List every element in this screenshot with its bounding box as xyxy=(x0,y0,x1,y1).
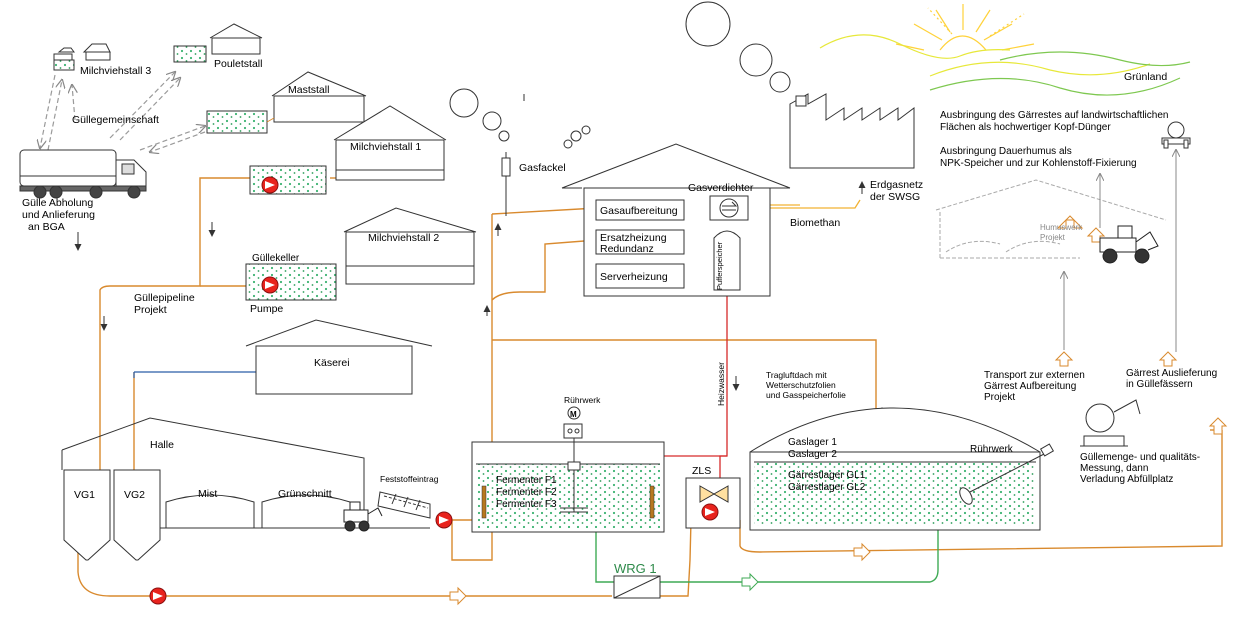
ersatzheizung-1: Ersatzheizung xyxy=(600,232,667,244)
transport-3: Projekt xyxy=(984,392,1015,403)
zls-label: ZLS xyxy=(692,465,711,477)
milchviehstall-1 xyxy=(249,105,447,195)
maststall xyxy=(206,71,367,134)
pump-icon xyxy=(701,503,719,521)
heizwasser-label: Heizwasser xyxy=(716,362,726,406)
wheel-loader-icon xyxy=(343,501,383,532)
kaeserei-label: Käserei xyxy=(314,357,350,369)
milchviehstall3-label: Milchviehstall 3 xyxy=(80,65,151,77)
ausbr-humus-1: Ausbringung Dauerhumus als xyxy=(940,146,1072,157)
humuswerk-2: Projekt xyxy=(1040,233,1066,242)
mixer-icon xyxy=(560,406,588,513)
gasfackel xyxy=(449,88,525,216)
feststoffeintrag-label: Feststoffeintrag xyxy=(380,474,439,484)
fermenter-tank xyxy=(471,441,665,533)
transport-1: Transport zur externen xyxy=(984,370,1085,381)
gaslager-2: Gaslager 2 xyxy=(788,449,837,460)
compressor-icon xyxy=(719,198,739,218)
ruehrwerk-lager-label: Rührwerk xyxy=(970,444,1014,455)
transport-2: Gärrest Aufbereitung xyxy=(984,381,1076,392)
fermenter-2: Fermenter F2 xyxy=(496,487,557,498)
erdgasnetz-2: der SWSG xyxy=(870,191,920,203)
wrg1-heat-exchanger xyxy=(613,575,661,599)
halle xyxy=(61,417,430,529)
vg-silos xyxy=(63,469,161,561)
gas-building xyxy=(561,125,791,297)
fermenter-1: Fermenter F1 xyxy=(496,475,557,486)
humuswerk xyxy=(935,179,1167,259)
tanker-truck-icon xyxy=(19,149,147,199)
abfuellplatz xyxy=(1080,399,1141,447)
green-hollow-arrow xyxy=(741,572,759,592)
mist-label: Mist xyxy=(198,488,217,500)
wrg1-label: WRG 1 xyxy=(614,561,657,576)
gasaufbereitung-label: Gasaufbereitung xyxy=(600,205,678,217)
pouletstall-label: Pouletstall xyxy=(214,58,262,70)
gaerrestlager-1: Gärrestlager GL1 xyxy=(788,470,866,481)
guellemenge-2: Messung, dann xyxy=(1080,463,1148,474)
auslieferung-1: Gärrest Auslieferung xyxy=(1126,368,1217,379)
pump-icon xyxy=(149,511,453,605)
biomethan-label: Biomethan xyxy=(790,217,840,229)
ausbr-gaerrest-2: Flächen als hochwertiger Kopf-Dünger xyxy=(940,122,1111,133)
abholung-3: an BGA xyxy=(28,221,65,233)
guellekeller-label: Güllekeller xyxy=(252,253,300,264)
feststoff-conveyor xyxy=(377,491,431,519)
wheel-loader-icon xyxy=(1099,225,1159,264)
pump-icon xyxy=(261,176,279,294)
pipeline-label-2: Projekt xyxy=(134,304,167,316)
pumpe-label: Pumpe xyxy=(250,303,283,315)
abholung-2: und Anlieferung xyxy=(22,209,95,221)
milchviehstall-2 xyxy=(245,207,477,301)
milchviehstall-3 xyxy=(53,43,111,71)
vg2-label: VG2 xyxy=(124,489,145,501)
pipeline-label-1: Güllepipeline xyxy=(134,292,195,304)
water-pipe xyxy=(133,371,256,378)
gaerrestlager-tank xyxy=(749,407,1041,531)
ausbr-gaerrest-1: Ausbringung des Gärrestes auf landwirtsc… xyxy=(940,110,1168,121)
gaerrestlager-2: Gärrestlager GL2 xyxy=(788,482,866,493)
vg1-label: VG1 xyxy=(74,489,95,501)
ruehrwerk-fermenter-label: Rührwerk xyxy=(564,395,601,405)
guellegemeinschaft-label: Güllegemeinschaft xyxy=(72,114,159,126)
hollow-arrows xyxy=(449,215,1228,606)
factory xyxy=(685,1,915,169)
green-pipes xyxy=(595,528,939,583)
fermenter-3: Fermenter F3 xyxy=(496,499,557,510)
halle-label: Halle xyxy=(150,439,174,451)
auslieferung-2: in Güllefässern xyxy=(1126,379,1193,390)
gruenschnitt-label: Grünschnitt xyxy=(278,488,332,500)
tragluft-2: Wetterschutzfolien xyxy=(766,380,836,390)
serverheizung-label: Serverheizung xyxy=(600,271,668,283)
erdgasnetz-1: Erdgasnetz xyxy=(870,179,923,191)
mixer-icon xyxy=(959,443,1055,505)
gray-arrows xyxy=(1064,150,1176,352)
pouletstall xyxy=(173,23,263,63)
kaeserei xyxy=(245,319,433,395)
gasverdichter-label: Gasverdichter xyxy=(688,182,754,194)
milchviehstall1-label: Milchviehstall 1 xyxy=(350,141,421,153)
zls-unit xyxy=(685,477,741,529)
ersatzheizung-2: Redundanz xyxy=(600,243,654,255)
humuswerk-1: Humuswerk xyxy=(1040,223,1083,232)
maststall-label: Maststall xyxy=(288,84,329,96)
milchviehstall2-label: Milchviehstall 2 xyxy=(368,232,439,244)
ausbr-humus-2: NPK-Speicher und zur Kohlenstoff-Fixieru… xyxy=(940,158,1137,169)
gruenland-label: Grünland xyxy=(1124,71,1167,83)
tragluft-3: und Gasspeicherfolie xyxy=(766,390,846,400)
guellemenge-1: Güllemenge- und qualitäts- xyxy=(1080,452,1200,463)
spreader-icon xyxy=(1161,121,1191,149)
pufferspeicher-label: Pufferspeicher xyxy=(715,241,724,290)
hills xyxy=(819,34,1191,96)
guellegemeinschaft-arrows xyxy=(40,72,205,152)
guellemenge-3: Verladung Abfüllplatz xyxy=(1080,474,1173,485)
gasfackel-label: Gasfackel xyxy=(519,162,566,174)
gaslager-1: Gaslager 1 xyxy=(788,437,837,448)
sun-icon xyxy=(895,4,1035,51)
motor-label: M xyxy=(570,410,577,419)
abholung-1: Gülle Abholung xyxy=(22,197,93,209)
tragluft-1: Tragluftdach mit xyxy=(766,370,827,380)
